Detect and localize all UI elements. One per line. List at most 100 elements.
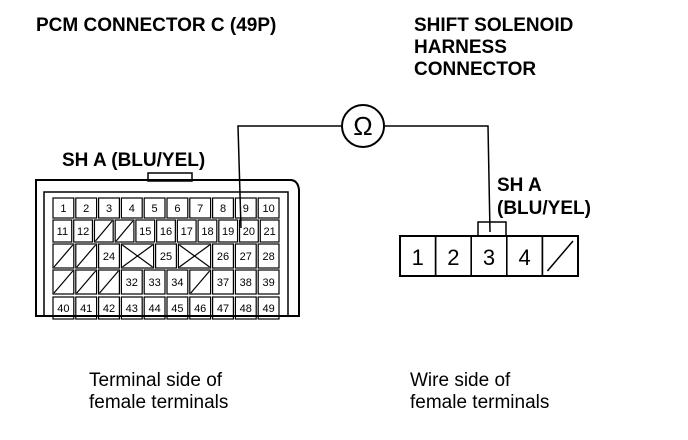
pcm-pin-label: 42 [103, 303, 115, 315]
pcm-pin-label: 11 [57, 226, 68, 238]
pcm-pin-34 [166, 269, 189, 295]
ohmmeter: Ω [341, 104, 385, 148]
ohm-symbol: Ω [353, 111, 372, 141]
solenoid-pin-label: 2 [447, 245, 459, 270]
pcm-pin-9 [234, 197, 257, 219]
solenoid-title-line-1: SHIFT SOLENOID [414, 15, 573, 36]
pcm-pin-label: 17 [181, 226, 193, 238]
pcm-pin-24 [97, 243, 120, 269]
pcm-pin-5 [143, 197, 166, 219]
pcm-pin-18 [197, 219, 218, 243]
pcm-pin-12 [73, 219, 94, 243]
pcm-blank-slash [99, 270, 119, 294]
test-lead-pcm [237, 125, 341, 229]
pcm-pin-26 [212, 243, 235, 269]
pcm-blank-cavity [52, 243, 75, 269]
pcm-pin-label: 2 [83, 203, 89, 215]
pcm-pin-45 [166, 296, 189, 320]
pcm-pin-3 [97, 197, 120, 219]
pcm-blank-cavity [189, 269, 212, 295]
pcm-pin-label: 46 [194, 303, 206, 315]
pcm-pin-label: 16 [160, 226, 172, 238]
pcm-pin-label: 33 [148, 277, 160, 289]
pcm-blank-cross [122, 244, 153, 268]
pcm-pin-46 [189, 296, 212, 320]
pcm-pin-label: 41 [80, 303, 92, 315]
pcm-pin-41 [75, 296, 98, 320]
pcm-pin-label: 47 [217, 303, 229, 315]
pcm-pin-6 [166, 197, 189, 219]
pcm-pin-42 [97, 296, 120, 320]
pcm-pin-28 [257, 243, 280, 269]
pcm-pin-10 [257, 197, 280, 219]
pcm-pin-label: 39 [262, 277, 274, 289]
pcm-pin-27 [234, 243, 257, 269]
pcm-pin-label: 28 [262, 251, 274, 263]
pcm-blank-slash [115, 220, 134, 242]
pcm-pin-20 [238, 219, 259, 243]
pcm-pin-label: 9 [243, 203, 249, 215]
pcm-pin-label: 19 [222, 226, 234, 238]
pcm-wire-label: SH A (BLU/YEL) [62, 150, 205, 171]
pcm-pin-label: 6 [174, 203, 180, 215]
pcm-pin-label: 32 [126, 277, 138, 289]
pcm-pin-15 [135, 219, 156, 243]
pcm-pin-11 [52, 219, 73, 243]
solenoid-pin-label: 4 [518, 245, 530, 270]
solenoid-blank-slash [546, 240, 574, 272]
pcm-pin-40 [52, 296, 75, 320]
pcm-pin-44 [143, 296, 166, 320]
pcm-caption-line-1: Terminal side of [89, 370, 223, 391]
pcm-pin-16 [156, 219, 176, 243]
pcm-pin-32 [120, 269, 143, 295]
pcm-connector-title: PCM CONNECTOR C (49P) [36, 15, 276, 36]
pcm-connector-latch [147, 172, 193, 182]
pcm-pin-label: 4 [129, 203, 135, 215]
pcm-pin-37 [212, 269, 235, 295]
pcm-pin-label: 20 [243, 226, 255, 238]
pcm-pin-label: 10 [262, 203, 274, 215]
pcm-pin-1 [52, 197, 75, 219]
pcm-pin-label: 18 [201, 226, 213, 238]
pcm-blank-cavity [52, 269, 75, 295]
solenoid-connector-tab [477, 221, 507, 237]
pcm-pin-label: 43 [126, 303, 138, 315]
pcm-pin-label: 45 [171, 303, 183, 315]
pcm-pin-label: 8 [220, 203, 226, 215]
pcm-connector-inner [43, 191, 289, 317]
solenoid-wire-label-line-2: (BLU/YEL) [497, 198, 591, 219]
pcm-blank-cavity [75, 269, 98, 295]
ohmmeter-circle [341, 104, 385, 148]
pcm-pin-33 [143, 269, 166, 295]
test-lead-solenoid [385, 125, 491, 233]
pcm-connector-housing [35, 179, 300, 317]
pcm-blank-cavity [120, 243, 155, 269]
pcm-pin-49 [257, 296, 280, 320]
pcm-blank-slash [94, 220, 113, 242]
pcm-pin-label: 26 [217, 251, 229, 263]
pcm-pin-label: 27 [240, 251, 252, 263]
pcm-pin-2 [75, 197, 98, 219]
pcm-blank-cross [179, 244, 210, 268]
pcm-pin-label: 7 [197, 203, 203, 215]
pcm-pin-label: 12 [77, 226, 89, 238]
pcm-pin-label: 24 [103, 251, 115, 263]
pcm-pin-25 [155, 243, 178, 269]
pcm-pin-label: 49 [262, 303, 274, 315]
pcm-pin-label: 38 [240, 277, 252, 289]
solenoid-caption-line-2: female terminals [410, 392, 549, 413]
pcm-pin-label: 48 [240, 303, 252, 315]
pcm-blank-slash [53, 270, 74, 294]
solenoid-blank-cavity [541, 235, 579, 277]
pcm-blank-slash [76, 270, 97, 294]
pcm-pin-17 [176, 219, 197, 243]
pcm-pin-39 [257, 269, 280, 295]
pcm-blank-cavity [75, 243, 98, 269]
pcm-pin-label: 1 [60, 203, 66, 215]
solenoid-pin-label: 3 [483, 245, 495, 270]
